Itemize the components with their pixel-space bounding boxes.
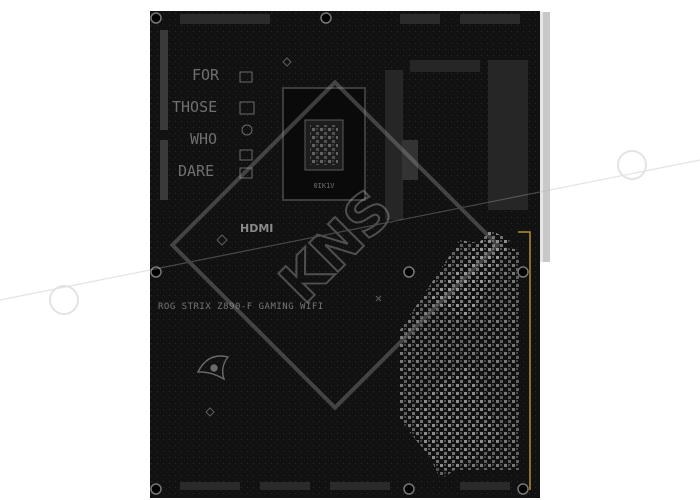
bottom-connectors [180,482,510,490]
vrm-components [385,60,528,220]
slogan-line-1: FOR [192,66,220,84]
gold-trace [518,231,531,490]
watermark-circle-right [617,150,647,180]
top-connectors [180,14,520,24]
hdmi-logo: HDMI [240,222,273,235]
slogan-line-3: WHO [190,130,217,148]
rog-pixel-pattern [400,230,520,480]
left-pin-header [160,30,168,200]
model-name: ROG STRIX Z890-F GAMING WIFI [158,302,324,312]
cpu-socket-backplate: 0IK1V [282,87,366,201]
slogan-line-4: DARE [178,162,214,180]
slogan-line-2: THOSE [172,98,217,116]
diamond-markers [205,57,382,417]
rog-logo [196,355,230,381]
socket-code: 0IK1V [313,182,335,190]
certification-marks [239,71,255,179]
mounting-holes [150,12,529,495]
watermark-circle-left [49,285,79,315]
slogan-silkscreen: FOR THOSE WHO DARE [172,66,220,180]
